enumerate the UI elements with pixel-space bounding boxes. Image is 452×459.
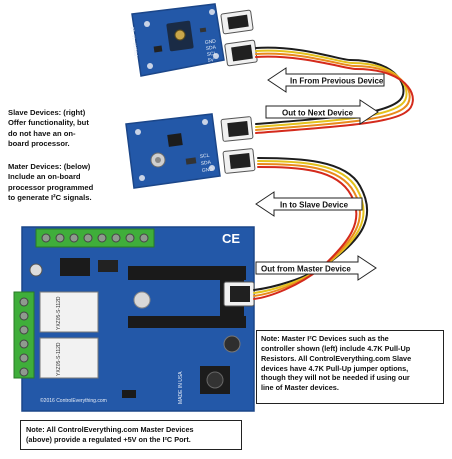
slave2-connector-top[interactable] (221, 116, 253, 141)
arrow-out-to-next: Out to Next Device (266, 100, 378, 124)
pullup-note-line3: Resistors. All ControlEverything.com Sla… (261, 354, 439, 364)
ce-logo: CE (222, 231, 240, 246)
copyright-label: ©2016 ControlEverything.com (40, 397, 107, 404)
mounting-hole (134, 292, 150, 308)
arrow-out-to-next-label: Out to Next Device (282, 109, 354, 118)
arrow-out-from-master-label: Out from Master Device (261, 265, 351, 274)
slave-board-middle: SCL SDA GND (126, 114, 255, 188)
arrow-in-from-previous-label: In From Previous Device (290, 77, 384, 86)
master-i2c-connector[interactable] (224, 282, 254, 306)
power-jack[interactable] (200, 366, 230, 394)
cable-bottom (254, 158, 367, 299)
relay-bottom: YXZ05-S-112D (40, 338, 98, 378)
relay-top-label: YXZ05-S-112D (56, 296, 62, 330)
relay-bottom-label: YXZ05-S-112D (56, 342, 62, 376)
pullup-note-line1: Note: Master I²C Devices such as the (261, 334, 439, 344)
master-devices-note: Mater Devices: (below) Include an on-boa… (8, 162, 126, 203)
regulated-power-note: Note: All ControlEverything.com Master D… (20, 420, 242, 450)
arrow-in-to-slave-label: In to Slave Device (280, 201, 349, 210)
slave1-connector-bottom[interactable] (225, 40, 258, 66)
pullup-note-line2: controller shown (left) include 4.7K Pul… (261, 344, 439, 354)
slave-note-line1: Slave Devices: (right) (8, 108, 126, 118)
made-in-label: MADE IN USA (178, 371, 184, 404)
master-note-line4: to generate I²C signals. (8, 193, 126, 203)
cable-top (256, 48, 413, 133)
power-note-line2: (above) provide a regulated +5V on the I… (26, 435, 236, 445)
master-note-line2: Include an on-board (8, 172, 126, 182)
slave2-connector-bottom[interactable] (223, 148, 255, 173)
arrow-out-from-master: Out from Master Device (256, 256, 376, 280)
processor-chip (60, 258, 90, 276)
power-note-line1: Note: All ControlEverything.com Master D… (26, 425, 236, 435)
master-note-line1: Mater Devices: (below) (8, 162, 126, 172)
pullup-note-line4: devices have 4.7K Pull-Up jumper options… (261, 364, 439, 374)
top-terminal-block[interactable] (36, 229, 154, 247)
slave-board-top: PROXY 4A 18 GND SDA SCL 5V (130, 4, 258, 76)
arrow-in-to-slave: In to Slave Device (256, 192, 362, 216)
slave-devices-note: Slave Devices: (right) Offer functionali… (8, 108, 126, 149)
pullup-note-line5: though they will not be needed if using … (261, 373, 439, 383)
slave1-connector-top[interactable] (221, 10, 253, 34)
relay-top: YXZ05-S-112D (40, 292, 98, 332)
arrow-in-from-previous: In From Previous Device (268, 68, 384, 92)
driver-chip (98, 260, 118, 272)
left-terminal-block[interactable] (14, 292, 34, 378)
pullup-resistor-note: Note: Master I²C Devices such as the con… (256, 330, 444, 404)
slave-note-line2: Offer functionality, but (8, 118, 126, 128)
capacitor (224, 336, 240, 352)
master-note-line3: processor programmed (8, 183, 126, 193)
pullup-note-line6: line of Master devices. (261, 383, 439, 393)
slave-note-line3: do not have an on- (8, 129, 126, 139)
master-board: CE YXZ05-S-112D YXZ05-S-112D (14, 227, 254, 411)
slave-note-line4: board processor. (8, 139, 126, 149)
